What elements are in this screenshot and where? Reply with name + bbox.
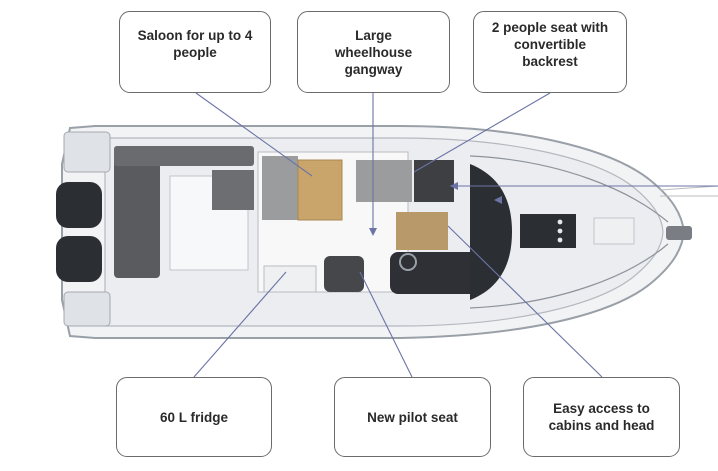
engine-starboard: [56, 236, 102, 282]
bow-rail: [469, 155, 669, 309]
leader-seat: [413, 92, 551, 173]
callout-seat: 2 people seat with convertible backrest: [473, 11, 627, 93]
callout-seat-text: 2 people seat with convertible backrest: [491, 20, 609, 69]
steering-wheel: [399, 253, 417, 271]
aft-seat-back: [212, 170, 254, 210]
bow-fitting: [666, 226, 692, 240]
bow-hatch: [520, 214, 576, 248]
transom-platform: [63, 291, 111, 327]
callout-saloon-text: Saloon for up to 4 people: [137, 28, 253, 60]
callout-fridge-text: 60 L fridge: [159, 409, 229, 425]
hatch-light: [557, 237, 563, 243]
callout-access: Easy access to cabins and head: [523, 377, 680, 457]
saloon-table: [297, 159, 343, 221]
bow-line: [659, 185, 718, 191]
bow-locker: [593, 217, 635, 245]
callout-pilot: New pilot seat: [334, 377, 491, 457]
engine-port: [56, 182, 102, 228]
backrest-seat: [356, 160, 412, 202]
transom-platform: [63, 131, 111, 173]
galley-unit: [414, 160, 454, 202]
hatch-light: [557, 228, 563, 234]
callout-saloon: Saloon for up to 4 people: [119, 11, 271, 93]
leader-fridge: [193, 271, 287, 378]
hatch-light: [557, 219, 563, 225]
leader-lines: [193, 92, 718, 378]
callout-wheelhouse: Large wheelhouse gangway: [297, 11, 450, 93]
leader-saloon: [195, 92, 313, 177]
saloon-seat: [262, 156, 298, 220]
callout-access-text: Easy access to cabins and head: [548, 401, 655, 433]
callout-wheelhouse-text: Large wheelhouse gangway: [334, 28, 413, 77]
cockpit-bench-top: [114, 146, 254, 166]
leader-pilot: [359, 271, 413, 378]
helm-console: [390, 252, 486, 294]
arrow-head: [369, 228, 377, 236]
cabin-access-hatch: [396, 212, 448, 250]
pilot-seat: [324, 256, 364, 292]
leader-access: [447, 225, 603, 378]
arrow-head: [450, 182, 458, 190]
cockpit-bench: [114, 146, 160, 278]
arrow-head: [494, 196, 502, 204]
callout-fridge: 60 L fridge: [116, 377, 272, 457]
callout-pilot-text: New pilot seat: [367, 409, 458, 425]
